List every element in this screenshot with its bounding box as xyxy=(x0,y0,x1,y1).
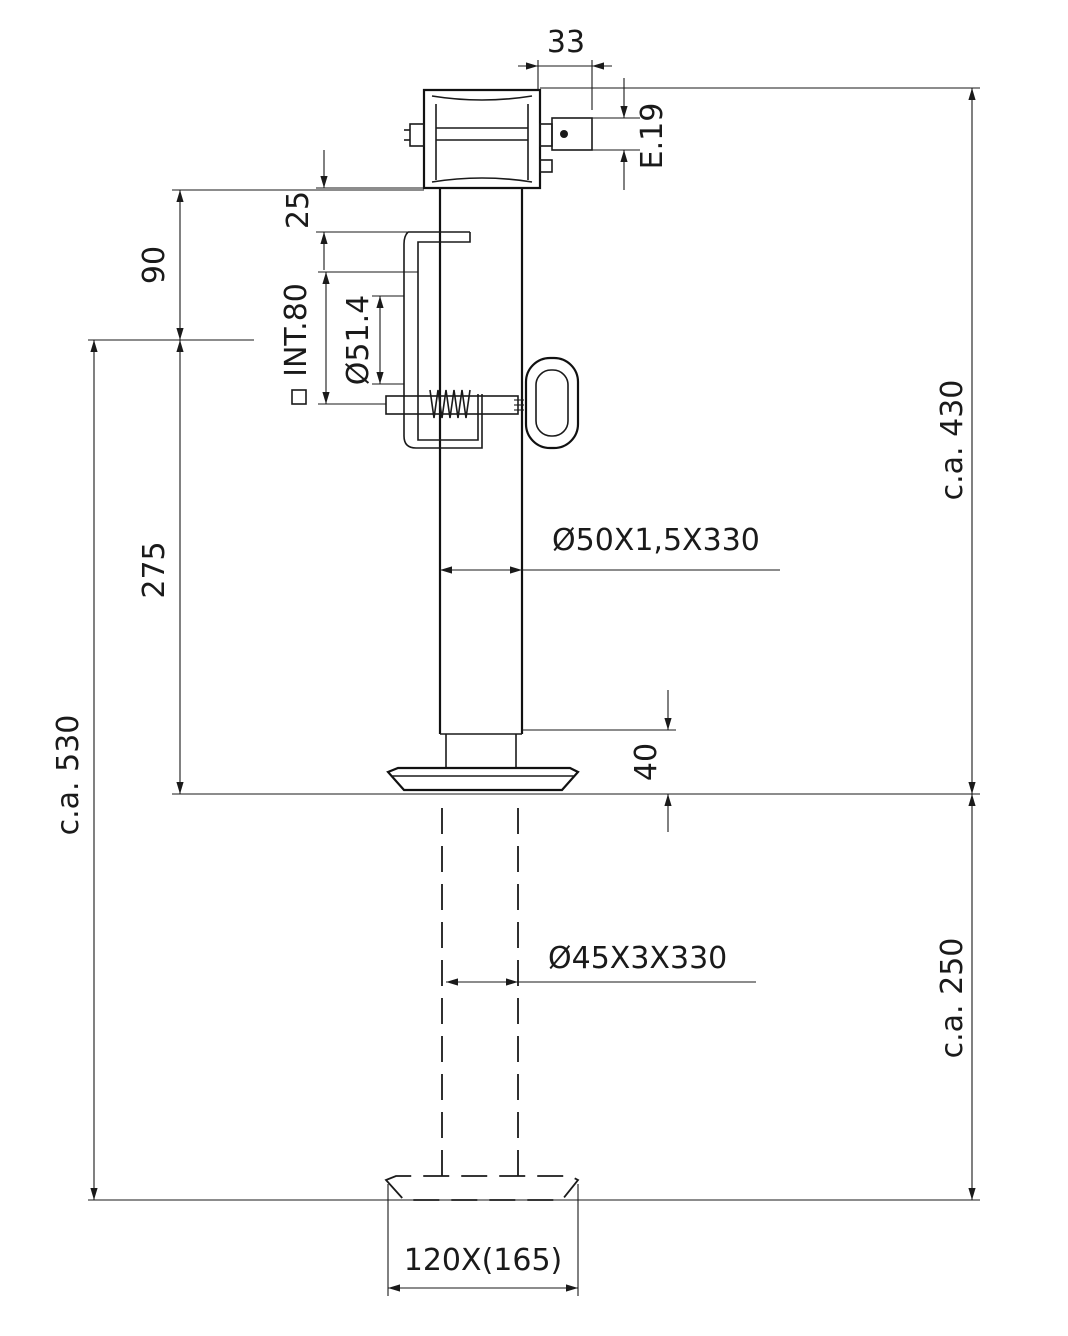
dim-stroke: c.a. 250 xyxy=(88,794,980,1201)
spring-pin xyxy=(385,389,524,419)
dim-foot-size: 120X(165) xyxy=(387,1184,579,1296)
dim-bore-label: Ø51.4 xyxy=(341,295,376,385)
dim-total-height-label: c.a. 530 xyxy=(51,715,86,836)
dim-thread-label: E.19 xyxy=(635,103,670,170)
extended-tube-hidden xyxy=(441,808,519,1180)
dim-stroke-label: c.a. 250 xyxy=(935,938,970,1059)
pull-ring xyxy=(524,356,580,450)
dim-tube-outer: Ø50X1,5X330 xyxy=(440,523,780,574)
dim-foot-gap: 40 xyxy=(522,690,676,832)
dim-total-height: c.a. 530 xyxy=(51,340,98,1200)
dim-top-width: 33 xyxy=(518,25,612,110)
dim-top-offset: 25 xyxy=(281,150,424,270)
dim-tube-outer-label: Ø50X1,5X330 xyxy=(552,523,760,558)
dim-tube-inner: Ø45X3X330 xyxy=(446,941,756,986)
handle-bracket xyxy=(403,231,483,449)
dim-thread: E.19 xyxy=(592,78,670,190)
dim-top-width-label: 33 xyxy=(547,25,585,60)
dim-top-offset-label: 25 xyxy=(281,191,316,229)
inner-tube xyxy=(445,734,517,768)
dim-square-int-label: INT.80 xyxy=(279,283,314,377)
outer-tube xyxy=(438,188,524,735)
extended-foot-plate xyxy=(384,1175,580,1201)
dim-lower-length-label: 275 xyxy=(137,541,172,598)
dim-foot-size-label: 120X(165) xyxy=(404,1243,562,1278)
dim-main-height: c.a. 430 xyxy=(540,87,980,794)
jack-head xyxy=(404,88,593,190)
dim-handle-offset: 90 xyxy=(88,189,424,341)
dim-square-int: INT.80 xyxy=(279,271,418,405)
dim-handle-offset-label: 90 xyxy=(137,246,172,284)
foot-plate xyxy=(386,766,580,792)
dim-lower-length: 275 xyxy=(137,340,184,794)
dim-bore: Ø51.4 xyxy=(341,295,404,385)
dim-foot-gap-label: 40 xyxy=(629,743,664,781)
dim-tube-inner-label: Ø45X3X330 xyxy=(548,941,727,976)
dim-main-height-label: c.a. 430 xyxy=(935,380,970,501)
